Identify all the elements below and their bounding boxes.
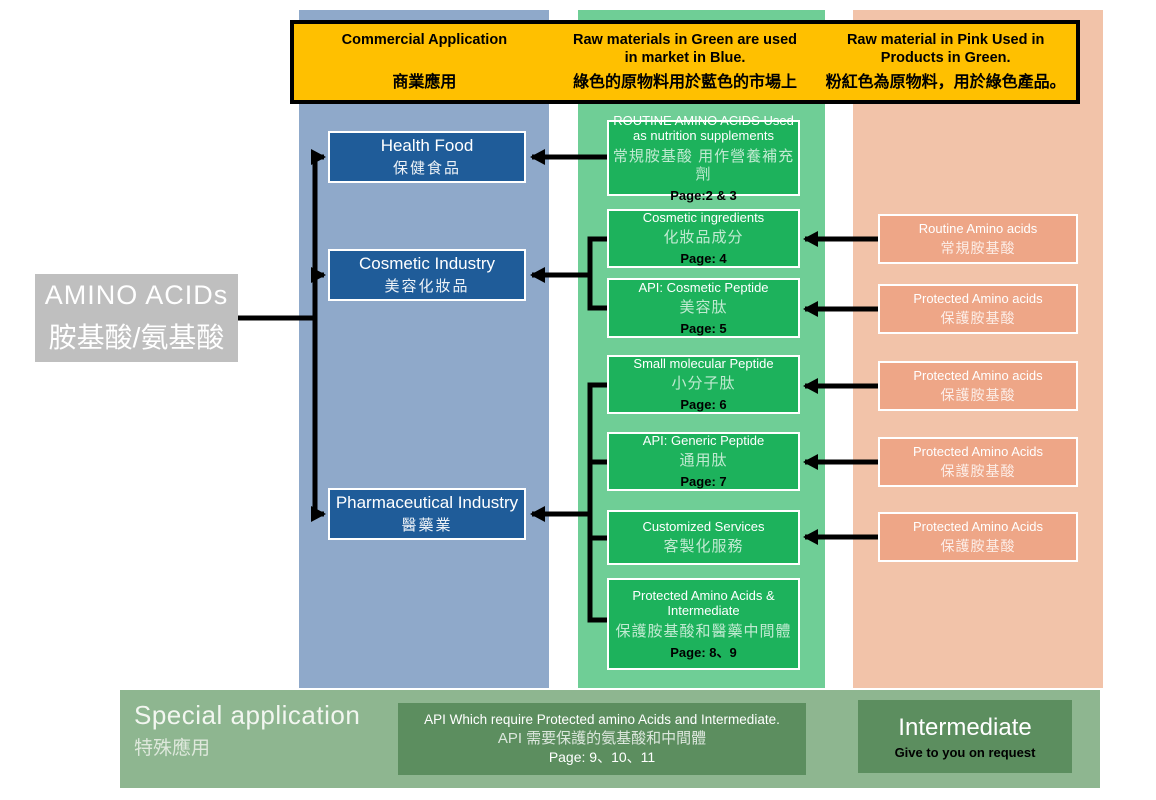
- node-raw-protected-amino-acids-2-zh: 保護胺基酸: [940, 387, 1016, 404]
- node-cosmetic-industry: Cosmetic Industry 美容化妝品: [328, 249, 526, 301]
- node-raw-protected-amino-acids-2-en: Protected Amino acids: [913, 367, 1043, 383]
- node-cosmetic-ingredients-zh: 化妝品成分: [663, 229, 744, 247]
- node-protected-amino-acids-intermediate: Protected Amino Acids & Intermediate 保護胺…: [607, 578, 800, 670]
- api-requirement-line1: API Which require Protected amino Acids …: [424, 712, 780, 728]
- intermediate-note: Give to you on request: [894, 744, 1036, 760]
- legend-commercial-zh: 商業應用: [392, 74, 457, 91]
- node-api-generic-peptide-page: Page: 7: [680, 474, 727, 490]
- node-pharmaceutical-industry: Pharmaceutical Industry 醫藥業: [328, 488, 526, 540]
- node-customized-services-zh: 客製化服務: [663, 538, 744, 556]
- node-protected-amino-acids-intermediate-page: Page: 8、9: [670, 644, 737, 660]
- node-routine-amino-acids-en: ROUTINE AMINO ACIDS Used as nutrition su…: [613, 112, 794, 144]
- node-cosmetic-ingredients-en: Cosmetic ingredients: [642, 210, 765, 226]
- node-small-molecular-peptide-en: Small molecular Peptide: [633, 356, 774, 372]
- legend-pink-to-green: Raw material in Pink Used in Products in…: [815, 24, 1076, 100]
- node-raw-protected-amino-acids-1-zh: 保護胺基酸: [940, 310, 1016, 327]
- node-small-molecular-peptide: Small molecular Peptide 小分子肽 Page: 6: [607, 355, 800, 414]
- node-api-cosmetic-peptide-page: Page: 5: [680, 320, 727, 336]
- node-api-generic-peptide: API: Generic Peptide 通用肽 Page: 7: [607, 432, 800, 491]
- node-raw-protected-amino-acids-3-zh: 保護胺基酸: [940, 463, 1016, 480]
- special-application-title-zh: 特殊應用: [134, 738, 211, 759]
- node-routine-amino-acids-page: Page:2 & 3: [670, 187, 737, 203]
- node-raw-protected-amino-acids-1: Protected Amino acids 保護胺基酸: [878, 284, 1078, 334]
- node-protected-amino-acids-intermediate-en: Protected Amino Acids & Intermediate: [632, 587, 775, 619]
- special-application-title: Special application 特殊應用: [134, 700, 360, 760]
- legend-banner: Commercial Application 商業應用 Raw material…: [290, 20, 1080, 104]
- node-routine-amino-acids: ROUTINE AMINO ACIDS Used as nutrition su…: [607, 113, 800, 203]
- legend-green-to-blue: Raw materials in Green are used in marke…: [555, 24, 816, 100]
- node-api-cosmetic-peptide-en: API: Cosmetic Peptide: [638, 279, 769, 295]
- node-protected-amino-acids-intermediate-zh: 保護胺基酸和醫藥中間體: [615, 622, 792, 640]
- node-raw-protected-amino-acids-2: Protected Amino acids 保護胺基酸: [878, 361, 1078, 411]
- node-raw-protected-amino-acids-3-en: Protected Amino Acids: [912, 443, 1044, 459]
- node-pharmaceutical-industry-zh: 醫藥業: [401, 517, 453, 535]
- node-small-molecular-peptide-page: Page: 6: [680, 397, 727, 413]
- node-raw-routine-amino-acids: Routine Amino acids 常規胺基酸: [878, 214, 1078, 264]
- api-requirement-line2: API 需要保護的氨基酸和中間體: [497, 729, 707, 747]
- node-health-food-en: Health Food: [380, 135, 474, 155]
- node-raw-protected-amino-acids-4: Protected Amino Acids 保護胺基酸: [878, 512, 1078, 562]
- intermediate-title: Intermediate: [898, 713, 1032, 741]
- node-small-molecular-peptide-zh: 小分子肽: [671, 375, 736, 393]
- api-requirement-page: Page: 9、10、11: [548, 749, 656, 766]
- amino-acids-root-node: AMINO ACIDs 胺基酸/氨基酸: [35, 274, 238, 362]
- node-api-generic-peptide-en: API: Generic Peptide: [642, 433, 765, 449]
- node-raw-routine-amino-acids-zh: 常規胺基酸: [940, 240, 1016, 257]
- node-health-food: Health Food 保健食品: [328, 131, 526, 183]
- legend-green-to-blue-en: Raw materials in Green are used in marke…: [572, 32, 798, 67]
- node-cosmetic-ingredients-page: Page: 4: [680, 251, 727, 267]
- node-raw-protected-amino-acids-3: Protected Amino Acids 保護胺基酸: [878, 437, 1078, 487]
- node-customized-services-en: Customized Services: [642, 518, 765, 534]
- root-title-en: AMINO ACIDs: [44, 280, 229, 310]
- api-requirement-box: API Which require Protected amino Acids …: [398, 703, 806, 775]
- intermediate-box: Intermediate Give to you on request: [858, 700, 1072, 773]
- node-raw-protected-amino-acids-4-en: Protected Amino Acids: [912, 518, 1044, 534]
- node-cosmetic-industry-zh: 美容化妝品: [384, 278, 470, 296]
- node-raw-protected-amino-acids-1-en: Protected Amino acids: [913, 290, 1043, 306]
- special-application-title-en: Special application: [134, 700, 361, 730]
- node-routine-amino-acids-zh: 常規胺基酸 用作營養補充劑: [612, 147, 795, 183]
- node-api-cosmetic-peptide: API: Cosmetic Peptide 美容肽 Page: 5: [607, 278, 800, 338]
- node-api-cosmetic-peptide-zh: 美容肽: [679, 298, 728, 316]
- pink-column: [853, 10, 1103, 688]
- node-api-generic-peptide-zh: 通用肽: [679, 452, 728, 470]
- node-pharmaceutical-industry-en: Pharmaceutical Industry: [335, 492, 519, 512]
- legend-pink-to-green-zh: 粉紅色為原物料，用於綠色產品。: [825, 74, 1066, 91]
- node-cosmetic-ingredients: Cosmetic ingredients 化妝品成分 Page: 4: [607, 209, 800, 268]
- node-raw-routine-amino-acids-en: Routine Amino acids: [918, 220, 1038, 236]
- root-title-zh: 胺基酸/氨基酸: [48, 322, 225, 353]
- legend-pink-to-green-en: Raw material in Pink Used in Products in…: [846, 32, 1045, 67]
- node-customized-services: Customized Services 客製化服務: [607, 510, 800, 565]
- node-raw-protected-amino-acids-4-zh: 保護胺基酸: [940, 538, 1016, 555]
- legend-commercial-en: Commercial Application: [341, 32, 508, 48]
- node-cosmetic-industry-en: Cosmetic Industry: [358, 253, 496, 273]
- blue-column: [299, 10, 549, 688]
- legend-commercial: Commercial Application 商業應用: [294, 24, 555, 100]
- special-application-banner: Special application 特殊應用 API Which requi…: [120, 690, 1100, 788]
- legend-green-to-blue-zh: 綠色的原物料用於藍色的市場上: [573, 74, 798, 91]
- node-health-food-zh: 保健食品: [392, 160, 461, 178]
